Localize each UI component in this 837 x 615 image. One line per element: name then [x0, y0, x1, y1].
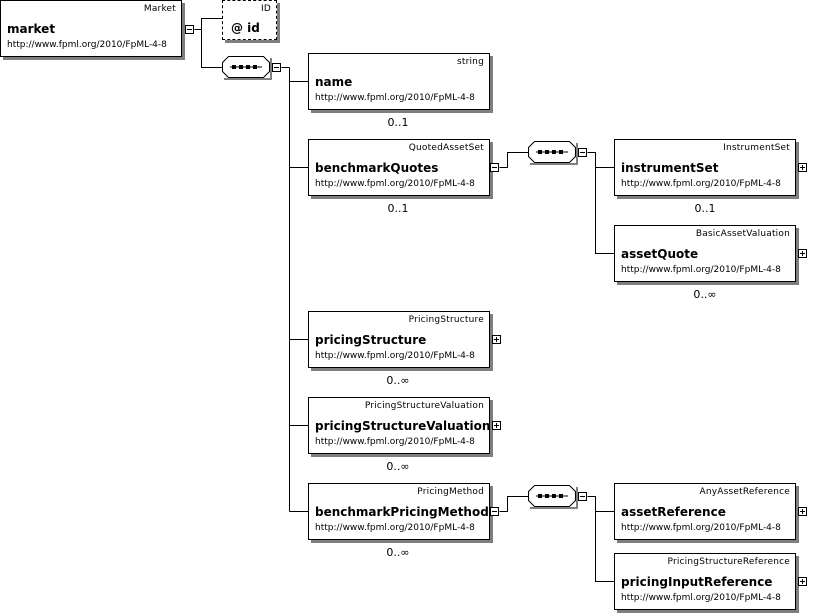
element-asset-quote[interactable]: BasicAssetValuation assetQuote http://ww… [614, 225, 796, 282]
attribute-name: @ id [231, 21, 260, 35]
element-pricing-input-reference[interactable]: PricingStructureReference pricingInputRe… [614, 553, 796, 610]
expand-toggle-instrument-set[interactable] [798, 163, 807, 172]
element-name: benchmarkQuotes [315, 161, 439, 175]
element-type-label: BasicAssetValuation [695, 229, 790, 239]
element-namespace: http://www.fpml.org/2010/FpML-4-8 [315, 523, 475, 533]
attribute-id[interactable]: ID @ id [222, 0, 277, 40]
element-benchmark-quotes[interactable]: QuotedAssetSet benchmarkQuotes http://ww… [308, 139, 490, 196]
element-pricing-structure-valuation[interactable]: PricingStructureValuation pricingStructu… [308, 397, 490, 454]
collapse-toggle-sequence[interactable] [578, 492, 587, 501]
element-namespace: http://www.fpml.org/2010/FpML-4-8 [7, 40, 167, 50]
element-namespace: http://www.fpml.org/2010/FpML-4-8 [315, 93, 475, 103]
expand-toggle-pricing-structure-valuation[interactable] [492, 421, 501, 430]
element-name: pricingStructure [315, 333, 427, 347]
cardinality-label: 0..1 [387, 116, 409, 129]
element-type-label: PricingStructureReference [667, 557, 790, 567]
element-benchmark-pricing-method[interactable]: PricingMethod benchmarkPricingMethod htt… [308, 483, 490, 540]
cardinality-label: 0..1 [387, 202, 409, 215]
sequence-compositor-icon[interactable] [222, 56, 270, 78]
element-instrument-set[interactable]: InstrumentSet instrumentSet http://www.f… [614, 139, 796, 196]
cardinality-label: 0..∞ [386, 460, 410, 473]
element-name: market [7, 22, 56, 36]
element-type-label: PricingMethod [417, 487, 484, 497]
element-name: instrumentSet [621, 161, 719, 175]
collapse-toggle-sequence[interactable] [578, 148, 587, 157]
element-namespace: http://www.fpml.org/2010/FpML-4-8 [621, 179, 781, 189]
expand-toggle-pricing-structure[interactable] [492, 335, 501, 344]
element-name: pricingStructureValuation [315, 419, 491, 433]
element-namespace: http://www.fpml.org/2010/FpML-4-8 [621, 593, 781, 603]
element-type-label: string [456, 57, 484, 67]
collapse-toggle-benchmark-pricing-method[interactable] [490, 507, 499, 516]
element-name: assetReference [621, 505, 726, 519]
collapse-toggle-market[interactable] [185, 25, 194, 34]
expand-toggle-pricing-input-reference[interactable] [798, 577, 807, 586]
element-namespace: http://www.fpml.org/2010/FpML-4-8 [315, 437, 475, 447]
element-namespace: http://www.fpml.org/2010/FpML-4-8 [621, 265, 781, 275]
element-name-node[interactable]: string name http://www.fpml.org/2010/FpM… [308, 53, 490, 110]
element-type-label: PricingStructureValuation [364, 401, 484, 411]
element-namespace: http://www.fpml.org/2010/FpML-4-8 [315, 351, 475, 361]
element-pricing-structure[interactable]: PricingStructure pricingStructure http:/… [308, 311, 490, 368]
cardinality-label: 0..∞ [386, 546, 410, 559]
attribute-type-label: ID [261, 4, 271, 14]
element-name: pricingInputReference [621, 575, 773, 589]
cardinality-label: 0..∞ [693, 288, 717, 301]
element-type-label: AnyAssetReference [699, 487, 790, 497]
element-name: assetQuote [621, 247, 699, 261]
cardinality-label: 0..∞ [386, 374, 410, 387]
element-type-label: QuotedAssetSet [408, 143, 484, 153]
element-market[interactable]: Market market http://www.fpml.org/2010/F… [0, 0, 182, 57]
element-type-label: InstrumentSet [723, 143, 790, 153]
cardinality-label: 0..1 [694, 202, 716, 215]
collapse-toggle-sequence[interactable] [272, 63, 281, 72]
element-type-label: PricingStructure [408, 315, 484, 325]
element-name: benchmarkPricingMethod [315, 505, 489, 519]
expand-toggle-asset-reference[interactable] [798, 507, 807, 516]
element-namespace: http://www.fpml.org/2010/FpML-4-8 [621, 523, 781, 533]
sequence-compositor-icon[interactable] [528, 141, 576, 163]
element-name: name [315, 75, 353, 89]
expand-toggle-asset-quote[interactable] [798, 249, 807, 258]
collapse-toggle-benchmark-quotes[interactable] [490, 163, 499, 172]
element-type-label: Market [143, 4, 176, 14]
element-asset-reference[interactable]: AnyAssetReference assetReference http://… [614, 483, 796, 540]
element-namespace: http://www.fpml.org/2010/FpML-4-8 [315, 179, 475, 189]
sequence-compositor-icon[interactable] [528, 485, 576, 507]
